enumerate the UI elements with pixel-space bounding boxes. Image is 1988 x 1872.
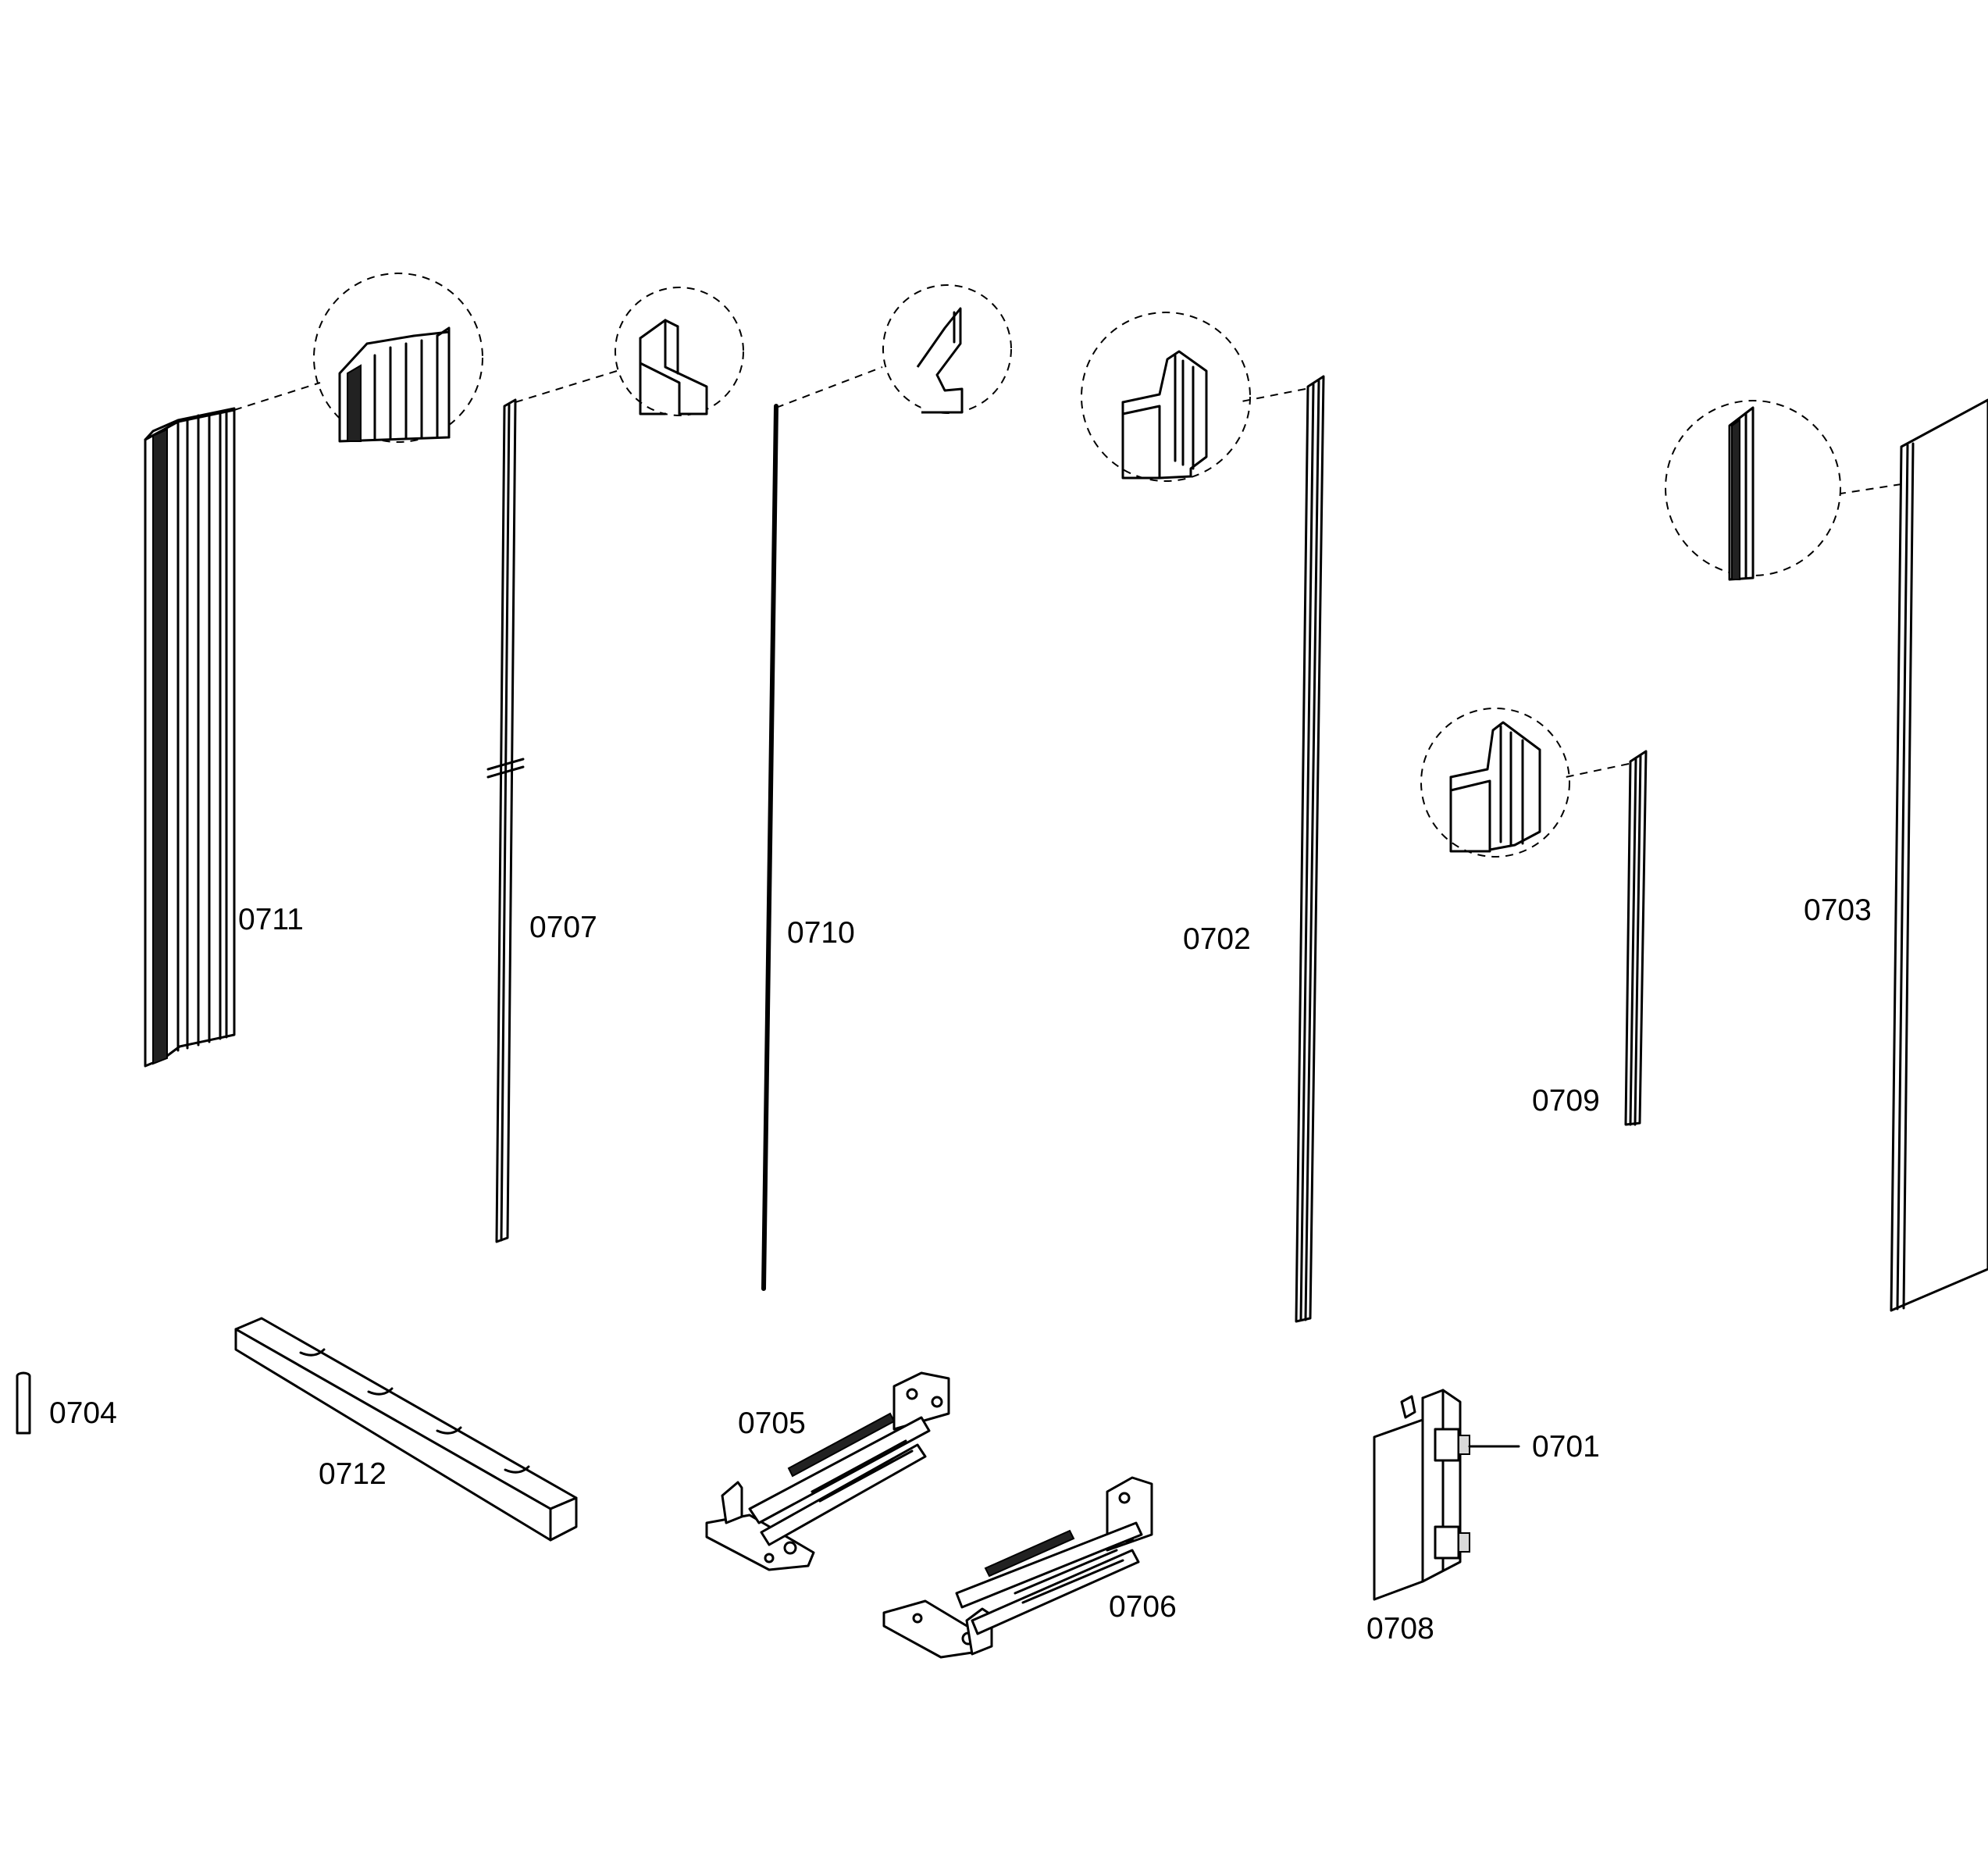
part-0709-channel [1624,750,1648,1126]
part-0707-strip [486,398,525,1243]
part-0712-bar [234,1317,578,1542]
part-label-0706: 0706 [1109,1590,1177,1624]
part-0705-slide-bracket [705,1371,950,1571]
part-label-0712: 0712 [319,1457,387,1491]
part-0702-channel [1295,375,1325,1323]
detail-callout-0703 [1665,400,1902,581]
detail-callout-0709 [1420,708,1630,858]
part-label-0701: 0701 [1532,1430,1600,1464]
part-0704-pin [16,1371,31,1435]
detail-callout-0707 [515,287,744,416]
part-label-0709: 0709 [1532,1084,1600,1118]
part-label-0703: 0703 [1804,893,1872,927]
part-0710-strip [761,404,778,1291]
part-label-0704: 0704 [49,1396,117,1430]
part-0701-hinge [1434,1428,1520,1560]
detail-callout-0702 [1081,312,1306,482]
part-label-0705: 0705 [738,1407,806,1440]
part-0711-profile [144,407,236,1068]
part-0706-slide-bracket [882,1476,1153,1659]
part-label-0711: 0711 [238,903,304,936]
detail-callout-0710 [775,284,1012,414]
part-label-0708: 0708 [1366,1612,1434,1646]
part-0708-hinge-panel [1373,1389,1462,1601]
detail-callout-0711 [233,273,483,443]
part-0703-panel [1890,398,1988,1312]
part-label-0702: 0702 [1183,922,1251,956]
part-label-0710: 0710 [787,916,855,950]
part-label-0707: 0707 [529,911,597,944]
